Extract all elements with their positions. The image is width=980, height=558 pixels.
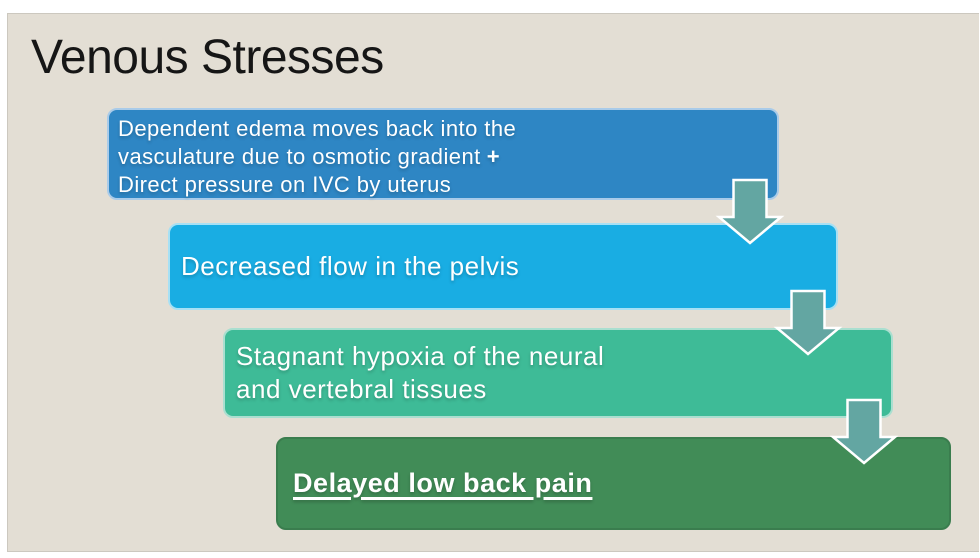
slide: Venous Stresses Dependent edema moves ba… — [7, 13, 979, 552]
step3-line2: and vertebral tissues — [236, 374, 487, 404]
process-step-1: Dependent edema moves back into the vasc… — [107, 108, 779, 200]
down-arrow-icon — [715, 178, 785, 245]
step1-line2: vasculature due to osmotic gradient — [118, 144, 481, 169]
process-step-4: Delayed low back pain — [276, 437, 951, 530]
step1-line3: Direct pressure on IVC by uterus — [118, 172, 452, 197]
process-step-3: Stagnant hypoxia of the neural and verte… — [223, 328, 893, 418]
process-step-1-text: Dependent edema moves back into the vasc… — [118, 115, 767, 199]
process-step-2: Decreased flow in the pelvis — [168, 223, 838, 310]
process-step-4-text: Delayed low back pain — [293, 468, 593, 498]
step1-line1: Dependent edema moves back into the — [118, 116, 517, 141]
step3-line1: Stagnant hypoxia of the neural — [236, 341, 605, 371]
process-step-3-text: Stagnant hypoxia of the neural and verte… — [236, 340, 604, 406]
down-arrow-icon — [829, 398, 899, 465]
down-arrow-icon — [773, 289, 843, 356]
step1-plus: + — [486, 144, 501, 169]
slide-title: Venous Stresses — [31, 31, 384, 84]
process-step-2-text: Decreased flow in the pelvis — [181, 251, 520, 281]
